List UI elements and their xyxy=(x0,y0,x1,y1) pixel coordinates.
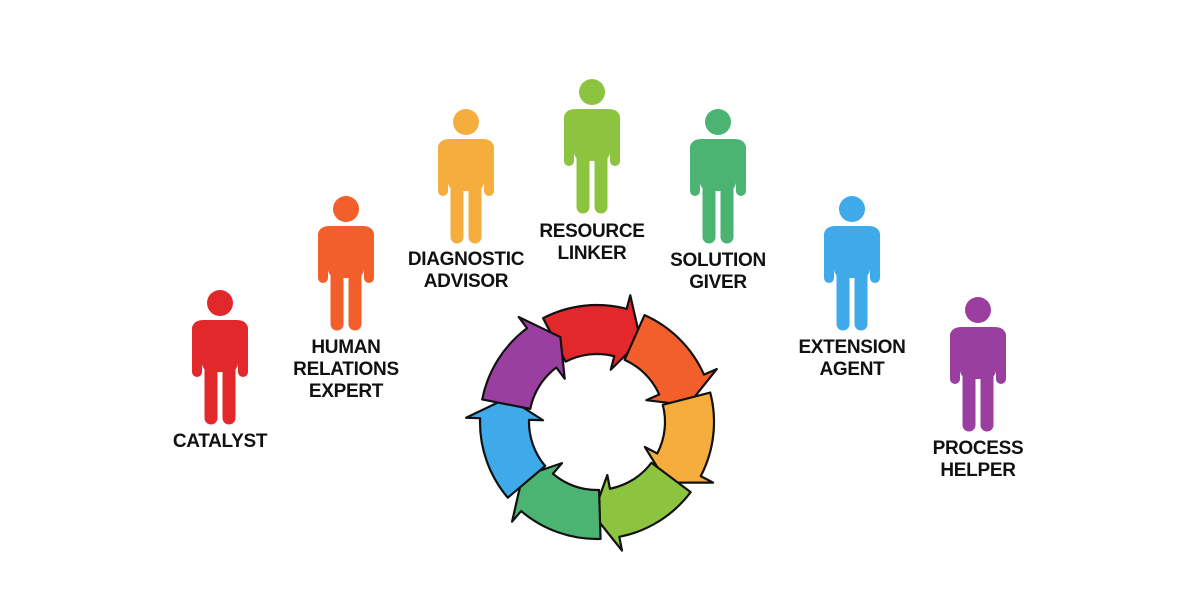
role-label-line: HELPER xyxy=(940,460,1016,481)
cycle-arrow xyxy=(643,391,716,484)
role-label-line: RESOURCE xyxy=(539,221,644,242)
person-icon xyxy=(950,297,1006,432)
role-label-line: GIVER xyxy=(689,272,747,293)
role-figures: CATALYSTHUMANRELATIONSEXPERTDIAGNOSTICAD… xyxy=(173,79,1024,481)
role-label-line: EXTENSION xyxy=(798,337,905,358)
role-label-line: HUMAN xyxy=(311,337,380,358)
person-icon xyxy=(564,79,620,214)
role-label-line: SOLUTION xyxy=(670,250,766,271)
role-label-line: AGENT xyxy=(819,359,885,380)
person-icon xyxy=(690,109,746,244)
role-label-line: LINKER xyxy=(558,243,628,264)
person-icon xyxy=(824,196,880,331)
cycle-arrow xyxy=(623,313,718,407)
role-label-line: RELATIONS xyxy=(293,359,399,380)
role-label-line: CATALYST xyxy=(173,431,268,452)
cycle-arrow xyxy=(541,294,642,371)
person-icon xyxy=(318,196,374,331)
role-label-line: DIAGNOSTIC xyxy=(408,249,525,270)
person-icon xyxy=(192,290,248,425)
person-icon xyxy=(438,109,494,244)
role-label-line: ADVISOR xyxy=(424,271,509,292)
cycle-arrow xyxy=(481,315,566,410)
role-label-line: EXPERT xyxy=(309,381,384,402)
cycle-arrow xyxy=(510,462,602,541)
cycle-arrows xyxy=(464,294,718,552)
role-catalyst: CATALYST xyxy=(173,290,268,452)
cycle-arrow xyxy=(464,396,547,499)
role-label-line: PROCESS xyxy=(933,438,1024,459)
cycle-arrow xyxy=(592,461,692,552)
